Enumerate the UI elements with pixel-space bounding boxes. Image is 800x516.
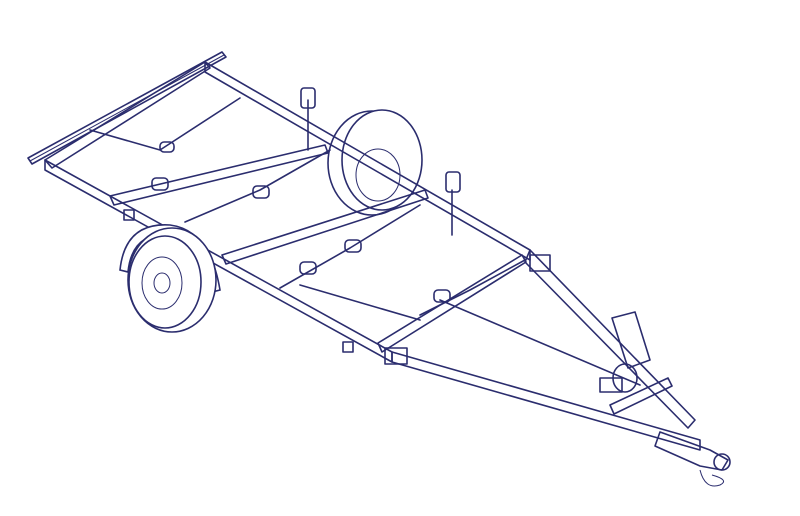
winch-post	[599, 311, 651, 393]
rollers	[151, 141, 451, 303]
left-wheel	[119, 224, 221, 333]
rear-light-bar	[27, 51, 227, 165]
coupler	[654, 431, 731, 487]
bunk-arms	[89, 97, 641, 386]
brackets	[123, 209, 551, 365]
right-wheel	[327, 109, 423, 216]
guide-posts	[300, 87, 461, 236]
